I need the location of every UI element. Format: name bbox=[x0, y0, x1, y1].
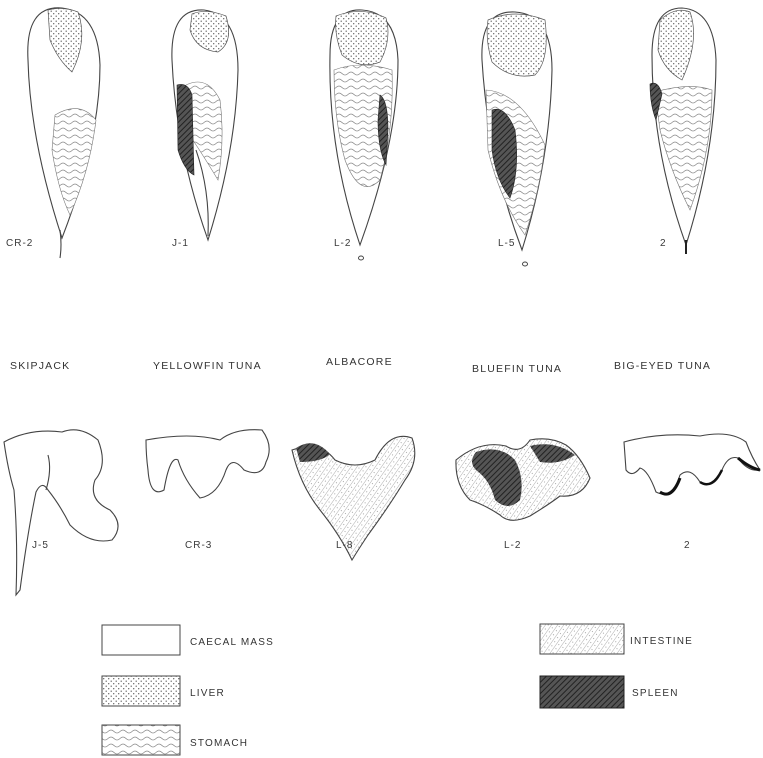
skipjack-cross-section bbox=[4, 430, 118, 595]
legend-label-intestine: INTESTINE bbox=[630, 636, 693, 647]
specimen-label-top: L-5 bbox=[498, 238, 515, 249]
species-label: BLUEFIN TUNA bbox=[472, 363, 562, 375]
specimen-label-top: CR-2 bbox=[6, 238, 33, 249]
albacore-top-view bbox=[330, 10, 398, 260]
yellowfin-cross-section bbox=[146, 430, 269, 498]
yellowfin-top-view bbox=[172, 10, 238, 240]
species-label: YELLOWFIN TUNA bbox=[153, 360, 262, 372]
legend-swatch-caecal-mass bbox=[102, 625, 180, 655]
bigeye-top-view bbox=[650, 8, 716, 254]
skipjack-top-view bbox=[28, 8, 100, 258]
specimen-label-top: L-2 bbox=[334, 238, 351, 249]
species-label: BIG-EYED TUNA bbox=[614, 360, 711, 372]
legend: CAECAL MASS LIVER STOMACH INTESTINE SPLE… bbox=[102, 624, 693, 755]
bluefin-top-view bbox=[482, 12, 552, 266]
specimen-label-bottom: CR-3 bbox=[185, 540, 212, 551]
legend-swatch-stomach bbox=[102, 725, 180, 755]
legend-label-stomach: STOMACH bbox=[190, 738, 248, 749]
legend-label-spleen: SPLEEN bbox=[632, 688, 679, 699]
legend-swatch-liver bbox=[102, 676, 180, 706]
bigeye-cross-section bbox=[624, 434, 760, 494]
legend-swatch-intestine bbox=[540, 624, 624, 654]
legend-label-caecal-mass: CAECAL MASS bbox=[190, 637, 274, 648]
specimen-label-bottom: L-8 bbox=[336, 540, 353, 551]
specimen-label-top: J-1 bbox=[172, 238, 189, 249]
specimen-label-top: 2 bbox=[660, 238, 667, 249]
legend-swatch-spleen bbox=[540, 676, 624, 708]
legend-label-liver: LIVER bbox=[190, 688, 225, 699]
bluefin-cross-section bbox=[456, 439, 590, 520]
specimen-label-bottom: L-2 bbox=[504, 540, 521, 551]
specimen-label-bottom: J-5 bbox=[32, 540, 49, 551]
species-label: ALBACORE bbox=[326, 356, 393, 368]
species-label: SKIPJACK bbox=[10, 360, 70, 372]
specimen-label-bottom: 2 bbox=[684, 540, 691, 551]
